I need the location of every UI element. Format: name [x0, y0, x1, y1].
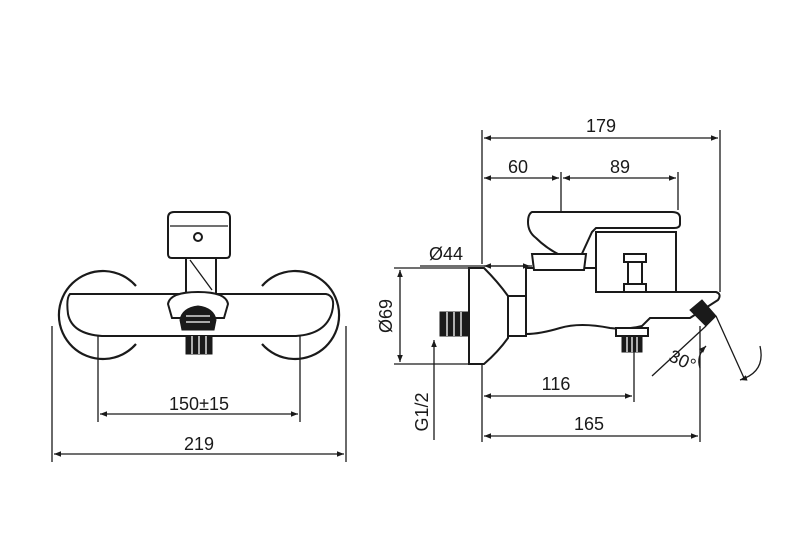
left-wall-rosette — [57, 269, 137, 361]
spout-angle-label: 30° — [666, 346, 699, 376]
handle-depth-label: 89 — [610, 157, 630, 177]
spout-outlet — [166, 290, 230, 319]
spout-angle-arc — [739, 345, 762, 381]
flange-diameter-label: Ø44 — [429, 244, 463, 264]
side-body-neck — [507, 295, 527, 337]
indicator-dot — [193, 232, 203, 242]
centers-dimension-label: 150±15 — [169, 394, 229, 414]
spout-depth-label: 165 — [574, 414, 604, 434]
thread-size-label: G1/2 — [412, 392, 432, 431]
depth-dimension-label: 179 — [586, 116, 616, 136]
side-rosette — [468, 267, 509, 365]
wall-to-handle-label: 60 — [508, 157, 528, 177]
side-handle-stem — [530, 253, 588, 271]
side-view: 179 60 89 Ø44 Ø69 G1/2 116 165 — [376, 116, 762, 442]
diverter-knob — [623, 253, 647, 263]
width-dimension-label: 219 — [184, 434, 214, 454]
aerator-icon — [179, 305, 217, 331]
rosette-diameter-label: Ø69 — [376, 299, 396, 333]
outlet-distance-label: 116 — [542, 374, 571, 394]
right-wall-rosette — [261, 269, 341, 361]
front-view: 150±15 219 — [51, 211, 347, 462]
